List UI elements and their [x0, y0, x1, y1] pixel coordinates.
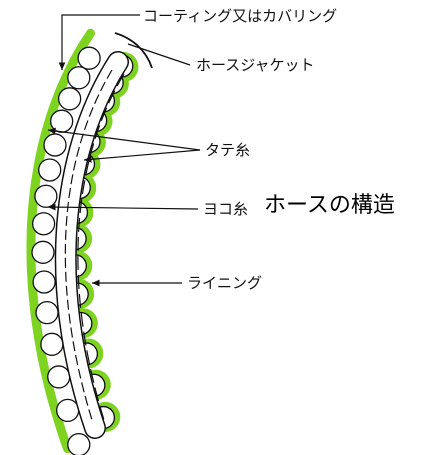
warp-thread-circle — [57, 87, 82, 111]
warp-thread-circle — [77, 46, 101, 70]
weft-label: ヨコ糸 — [203, 200, 248, 218]
diagram-title: ホースの構造 — [264, 193, 395, 218]
jacket-leader — [127, 43, 191, 66]
warp-thread-circle — [43, 133, 67, 157]
warp-thread-circle — [47, 365, 71, 389]
weft-thread-line — [64, 69, 113, 421]
inner-coating-strip — [26, 28, 95, 454]
lining-label: ライニング — [187, 274, 262, 292]
warp-thread-circle — [67, 66, 91, 90]
coating-leader — [58, 14, 140, 70]
jacket-label: ホースジャケット — [196, 56, 315, 74]
warp-thread-circle — [31, 240, 55, 264]
warp-thread-circle — [35, 301, 59, 325]
warp-thread-circle — [34, 184, 58, 208]
warp-leader-2 — [83, 149, 201, 163]
warp-label: タテ糸 — [205, 141, 250, 159]
warp-thread-circle — [38, 158, 62, 182]
coating-label: コーティング又はカバリング — [143, 7, 337, 25]
weft-leader — [47, 203, 199, 211]
lining-band-inner — [56, 52, 128, 438]
warp-thread-circle — [67, 433, 91, 455]
jacket-arc — [114, 32, 153, 69]
warp-leader-1 — [47, 127, 201, 151]
weft-thread-line-2 — [77, 73, 125, 421]
warp-thread-circle — [50, 109, 74, 133]
warp-thread-circle — [31, 212, 56, 236]
warp-thread-circle — [40, 332, 64, 356]
warp-thread-circle — [32, 270, 56, 294]
warp-thread-circle — [56, 398, 80, 423]
